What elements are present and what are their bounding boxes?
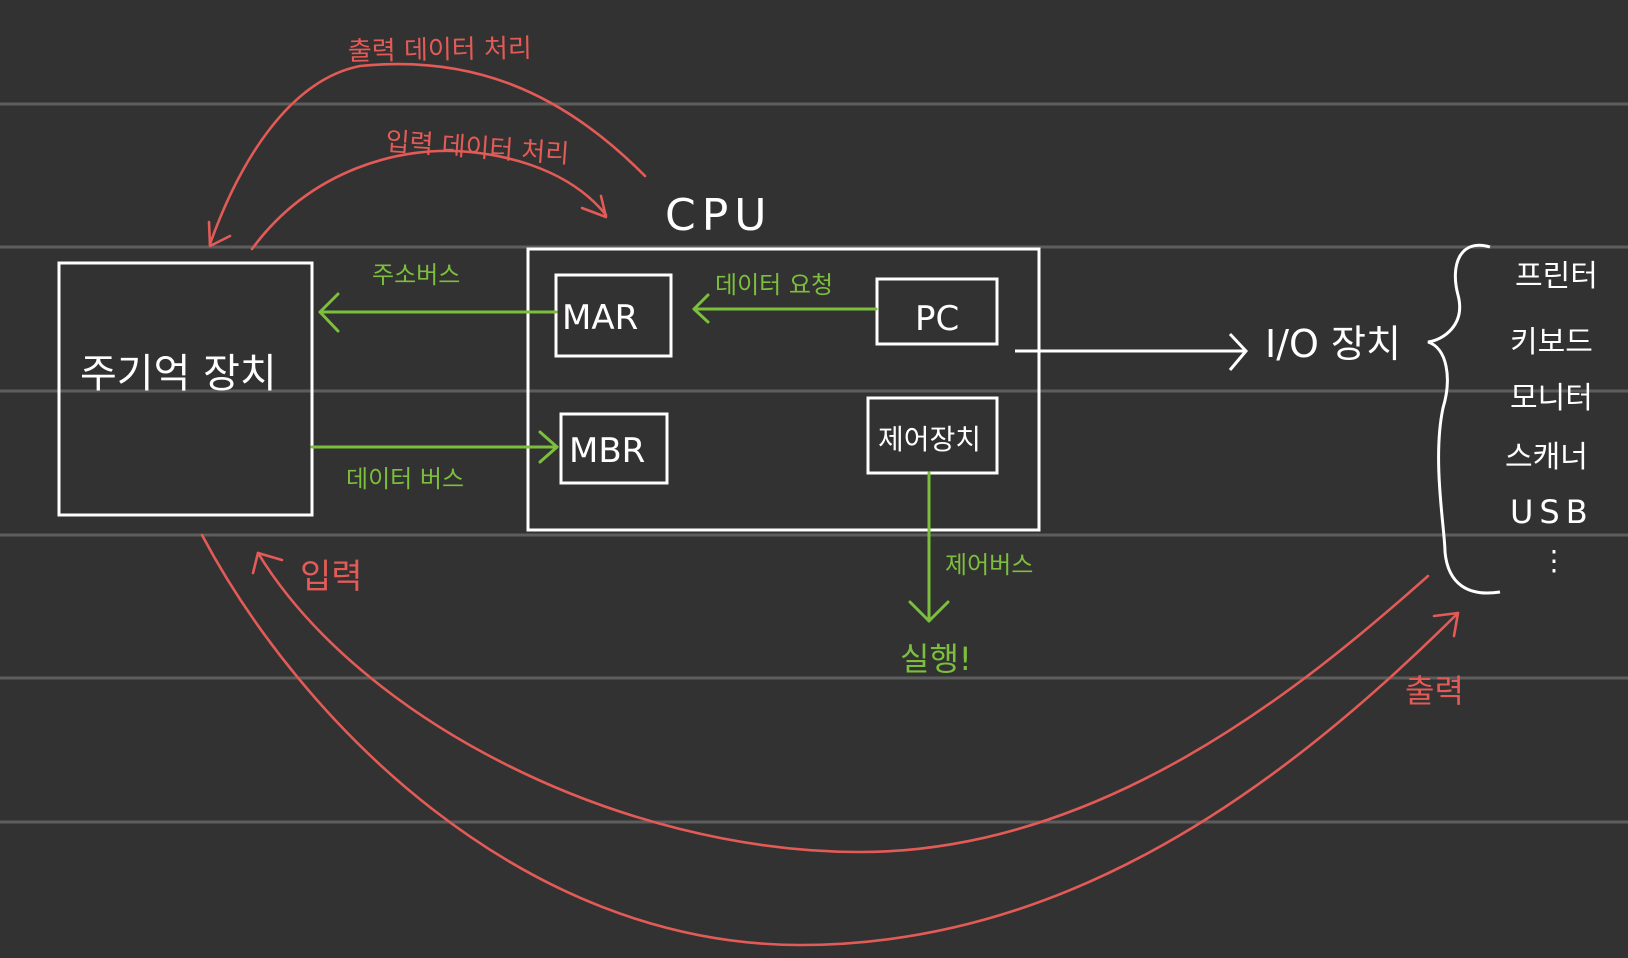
- control-bus-arrow: [908, 471, 950, 623]
- control-unit-label: 제어장치: [878, 423, 981, 456]
- mbr-box: [559, 412, 669, 485]
- output-label: 출력: [1405, 672, 1464, 710]
- output-arrow: [200, 533, 1460, 947]
- mar-box: [554, 273, 673, 358]
- control-bus-label: 제어버스: [945, 551, 1033, 579]
- data-bus-label: 데이터 버스: [346, 465, 464, 493]
- data-request-label: 데이터 요청: [715, 271, 833, 299]
- main-memory-label: 주기억 장치: [80, 351, 277, 397]
- pc-box: [875, 277, 999, 346]
- address-bus-label: 주소버스: [372, 261, 460, 289]
- execute-label: 실행!: [900, 640, 972, 678]
- device-item: 스캐너: [1505, 440, 1588, 475]
- pc-label: PC: [915, 299, 959, 339]
- input-arrow: [251, 551, 1430, 854]
- device-item: USB: [1510, 493, 1594, 531]
- device-item: 모니터: [1510, 381, 1593, 416]
- data-bus-arrow: [310, 430, 559, 464]
- io-label: I/O 장치: [1265, 322, 1401, 366]
- cpu-to-io-arrow: [1015, 332, 1249, 371]
- device-list: 프린터 키보드 모니터 스캐너 USB ⋮: [1505, 259, 1598, 577]
- device-brace: [1427, 243, 1501, 595]
- device-item: 프린터: [1515, 259, 1598, 294]
- output-processing-label: 출력 데이터 처리: [348, 34, 532, 67]
- control-unit-box: [866, 396, 999, 475]
- device-item: ⋮: [1540, 544, 1568, 577]
- mar-label: MAR: [562, 298, 638, 338]
- input-label: 입력: [300, 557, 363, 597]
- output-processing-arrow: [207, 62, 647, 248]
- cpu-box: [526, 247, 1041, 532]
- data-request-arrow: [692, 293, 878, 324]
- address-bus-arrow: [318, 292, 558, 333]
- device-item: 키보드: [1510, 325, 1593, 360]
- main-memory-box: [57, 261, 314, 517]
- input-processing-label: 입력 데이터 처리: [385, 127, 571, 170]
- mbr-label: MBR: [569, 431, 645, 471]
- input-processing-arrow: [250, 149, 608, 251]
- rule-lines: [0, 102, 1628, 824]
- cpu-title: CPU: [665, 190, 772, 241]
